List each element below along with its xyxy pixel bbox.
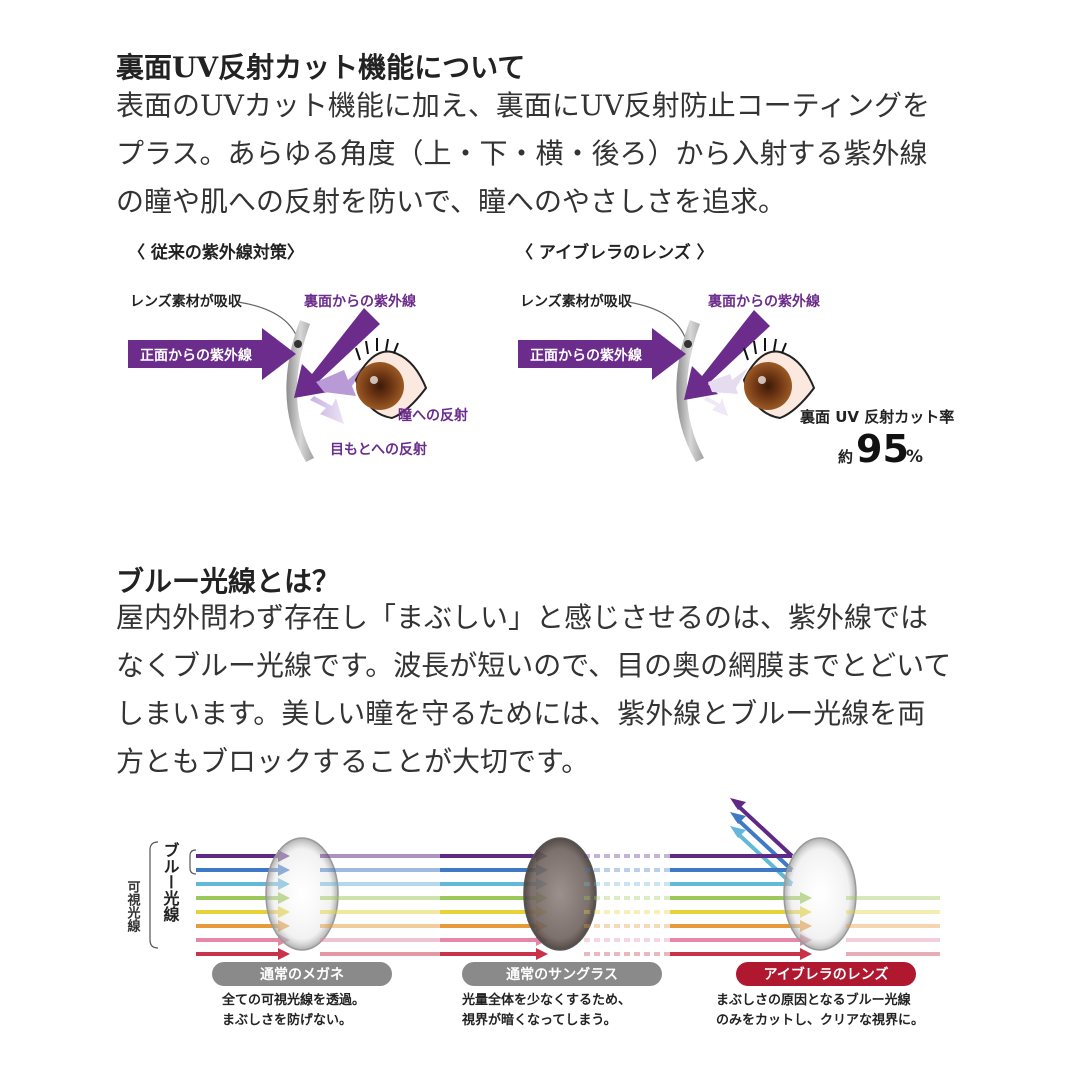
- lens-badge-sunglasses-text: 通常のサングラス: [506, 966, 618, 983]
- pupil-reflection-arrow: [316, 362, 368, 396]
- lens-desc-sunglasses-1: 光量全体を少なくするため、: [461, 992, 631, 1008]
- lens-sunglasses: 通常のサングラス 光量全体を少なくするため、 視界が暗くなってしまう。: [440, 837, 700, 1028]
- uv-section-body: 表面のUVカット機能に加え、裏面にUV反射防止コーティングを プラス。あらゆる角…: [116, 82, 976, 226]
- label-front-uv: 正面からの紫外線: [530, 347, 642, 364]
- blue-light-section-body: 屋内外問わず存在し「まぶしい」と感じさせるのは、紫外線では なくブルー光線です。…: [116, 594, 976, 786]
- uv-cut-rate-value: 95: [856, 427, 909, 471]
- blue-body-line: 屋内外問わず存在し「まぶしい」と感じさせるのは、紫外線では: [116, 601, 929, 634]
- back-uv-arrow: [684, 310, 770, 400]
- approx-label: 約: [838, 448, 853, 466]
- back-uv-arrow: [294, 308, 380, 398]
- front-uv-arrow: [518, 328, 686, 380]
- lens-absorb-dot: [294, 340, 302, 348]
- lens-badge-sunglasses: [462, 962, 662, 986]
- lens-absorb-dot: [684, 340, 692, 348]
- lens-desc-eyebrella-2: のみをカットし、クリアな視界に。: [716, 1012, 924, 1028]
- left-diagram: 〈 従来の紫外線対策〉 レンズ素材が吸収 裏面からの紫外線 正面からの紫外線 瞳…: [128, 242, 468, 462]
- label-absorb: レンズ素材が吸収: [520, 293, 633, 310]
- blue-body-line: しまいます。美しい瞳を守るためには、紫外線とブルー光線を両: [116, 697, 926, 730]
- label-eyelid-reflection: 目もとへの反射: [330, 441, 427, 458]
- faint-reflection-arrow: [708, 368, 748, 394]
- absorb-leader-line: [627, 301, 687, 341]
- eye-illustration: [742, 338, 816, 420]
- visible-light-bracket: [149, 841, 159, 949]
- eyelid-reflection-arrow: [310, 396, 344, 424]
- uv-comparison-diagram: 〈 従来の紫外線対策〉 レンズ素材が吸収 裏面からの紫外線 正面からの紫外線 瞳…: [128, 242, 954, 471]
- blue-light-bracket: [189, 849, 197, 875]
- label-back-uv: 裏面からの紫外線: [707, 293, 820, 310]
- eye-illustration: [354, 338, 428, 420]
- front-uv-arrow: [128, 328, 296, 380]
- label-back-uv: 裏面からの紫外線: [303, 293, 416, 310]
- blue-body-line: 方ともブロックすることが大切です。: [116, 745, 590, 778]
- right-diagram-caption: 〈 アイブレラのレンズ 〉: [516, 242, 714, 263]
- right-diagram: 〈 アイブレラのレンズ 〉 レンズ素材が吸収 裏面からの紫外線 正面からの紫外線…: [516, 242, 954, 471]
- lens-desc-eyebrella-1: まぶしさの原因となるブルー光線: [716, 992, 912, 1008]
- percent-sign: %: [906, 447, 923, 467]
- lens-badge-regular-text: 通常のメガネ: [260, 966, 344, 983]
- faint-reflection-arrow: [704, 396, 728, 416]
- lens-badge-eyebrella-text: アイブレラのレンズ: [763, 966, 888, 983]
- label-front-uv: 正面からの紫外線: [140, 347, 252, 364]
- lens-comparison-diagram: 可視光線 ブルー光線 通常のメガネ 全ての可視光線を透過。 まぶしさを防げない。: [125, 798, 940, 1028]
- uv-section-title: 裏面UV反射カット機能について: [116, 51, 526, 84]
- lens-desc-regular-1: 全ての可視光線を透過。: [221, 992, 365, 1008]
- blue-light-label: ブルー光線: [161, 841, 181, 923]
- lens-badge-regular: [212, 962, 392, 986]
- lens-badge-eyebrella: [736, 962, 916, 986]
- lens-eyebrella: アイブレラのレンズ まぶしさの原因となるブルー光線 のみをカットし、クリアな視界…: [670, 798, 940, 1028]
- blue-body-line: なくブルー光線です。波長が短いので、目の奥の網膜までとどいて: [116, 649, 952, 682]
- blue-light-section-title: ブルー光線とは？: [116, 565, 341, 598]
- uv-body-line: プラス。あらゆる角度（上・下・横・後ろ）から入射する紫外線: [116, 137, 928, 170]
- left-diagram-caption: 〈 従来の紫外線対策〉: [128, 242, 304, 263]
- label-pupil-reflection: 瞳への反射: [398, 407, 468, 424]
- lens-regular-glasses: 通常のメガネ 全ての可視光線を透過。 まぶしさを防げない。: [196, 837, 440, 1028]
- lens-desc-sunglasses-2: 視界が暗くなってしまう。: [461, 1012, 617, 1028]
- lens-desc-regular-2: まぶしさを防げない。: [222, 1012, 352, 1028]
- uv-body-line: 表面のUVカット機能に加え、裏面にUV反射防止コーティングを: [116, 89, 930, 122]
- visible-light-label: 可視光線: [125, 880, 142, 933]
- uv-body-line: の瞳や肌への反射を防いで、瞳へのやさしさを追求。: [116, 185, 787, 218]
- label-absorb: レンズ素材が吸収: [130, 293, 243, 310]
- uv-cut-rate-label: 裏面 UV 反射カット率: [799, 408, 954, 426]
